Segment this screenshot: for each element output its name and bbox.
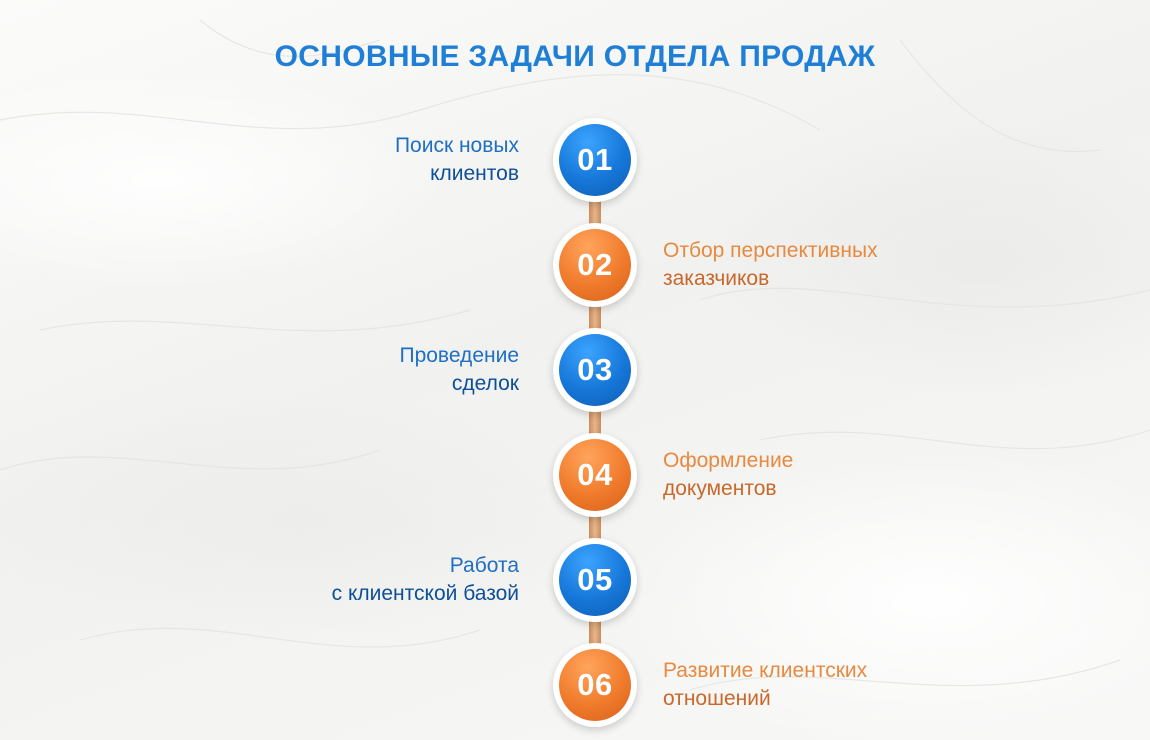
page-title: ОСНОВНЫЕ ЗАДАЧИ ОТДЕЛА ПРОДАЖ bbox=[274, 40, 876, 73]
step-label: Проведение сделок bbox=[399, 342, 519, 398]
step-label-line1: Работа bbox=[449, 554, 519, 577]
step-label: Отбор перспективных заказчиков bbox=[663, 237, 878, 293]
step-badge: 01 bbox=[553, 118, 637, 202]
step-02: 02 Отбор перспективных заказчиков bbox=[0, 223, 1150, 307]
step-number: 04 bbox=[559, 439, 631, 511]
step-badge: 04 bbox=[553, 433, 637, 517]
step-badge: 03 bbox=[553, 328, 637, 412]
step-label: Развитие клиентских отношений bbox=[663, 657, 867, 713]
step-label-line2: отношений bbox=[663, 687, 771, 710]
step-label: Поиск новых клиентов bbox=[395, 132, 519, 188]
step-label-line2: клиентов bbox=[430, 162, 519, 185]
step-badge: 02 bbox=[553, 223, 637, 307]
step-label: Оформление документов bbox=[663, 447, 793, 503]
step-label: Работа с клиентской базой bbox=[332, 552, 519, 608]
step-01: 01 Поиск новых клиентов bbox=[0, 118, 1150, 202]
step-badge: 06 bbox=[553, 643, 637, 727]
step-number: 02 bbox=[559, 229, 631, 301]
step-label-line2: сделок bbox=[451, 372, 519, 395]
step-label-line1: Проведение bbox=[399, 344, 519, 367]
step-number: 03 bbox=[559, 334, 631, 406]
step-number: 05 bbox=[559, 544, 631, 616]
step-04: 04 Оформление документов bbox=[0, 433, 1150, 517]
step-label-line1: Развитие клиентских bbox=[663, 659, 868, 682]
step-label-line1: Отбор перспективных bbox=[663, 239, 878, 262]
step-label-line2: документов bbox=[663, 477, 777, 500]
step-03: 03 Проведение сделок bbox=[0, 328, 1150, 412]
step-label-line2: с клиентской базой bbox=[331, 582, 519, 605]
step-label-line1: Поиск новых bbox=[394, 134, 519, 157]
step-label-line2: заказчиков bbox=[663, 267, 770, 290]
step-number: 06 bbox=[559, 649, 631, 721]
step-label-line1: Оформление bbox=[663, 449, 794, 472]
step-05: 05 Работа с клиентской базой bbox=[0, 538, 1150, 622]
step-badge: 05 bbox=[553, 538, 637, 622]
step-06: 06 Развитие клиентских отношений bbox=[0, 643, 1150, 727]
step-number: 01 bbox=[559, 124, 631, 196]
